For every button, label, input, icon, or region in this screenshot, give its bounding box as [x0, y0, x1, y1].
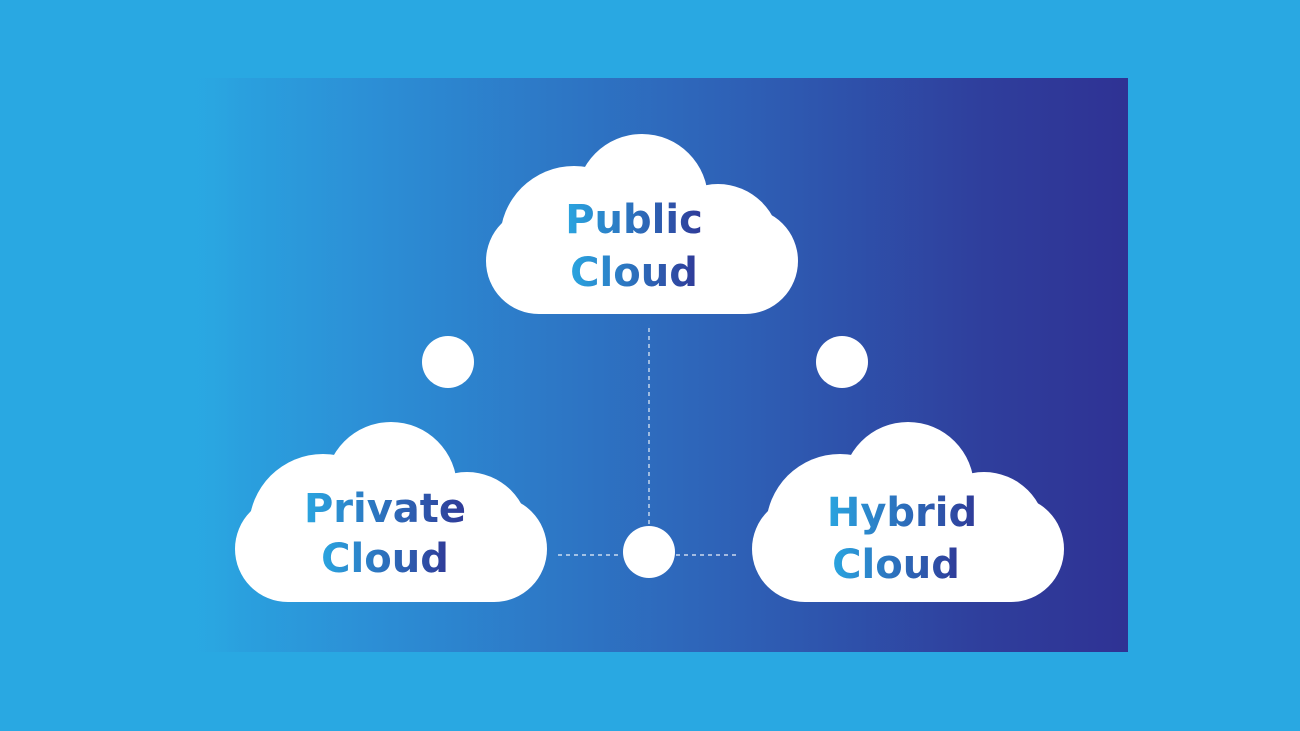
node-center — [623, 526, 675, 578]
panel-left-fade — [180, 78, 240, 652]
private-cloud: Private Cloud — [235, 422, 547, 602]
hybrid-cloud-label-line2: Cloud — [832, 542, 960, 588]
hybrid-cloud-label-line1: Hybrid — [827, 490, 977, 536]
node-left — [422, 336, 474, 388]
public-cloud-label-line1: Public — [565, 197, 703, 243]
private-cloud-label-line1: Private — [304, 486, 466, 532]
private-cloud-label-line2: Cloud — [321, 536, 449, 582]
public-cloud: Public Cloud — [486, 134, 798, 314]
node-right — [816, 336, 868, 388]
public-cloud-label-line2: Cloud — [570, 250, 698, 296]
hybrid-cloud: Hybrid Cloud — [752, 422, 1064, 602]
